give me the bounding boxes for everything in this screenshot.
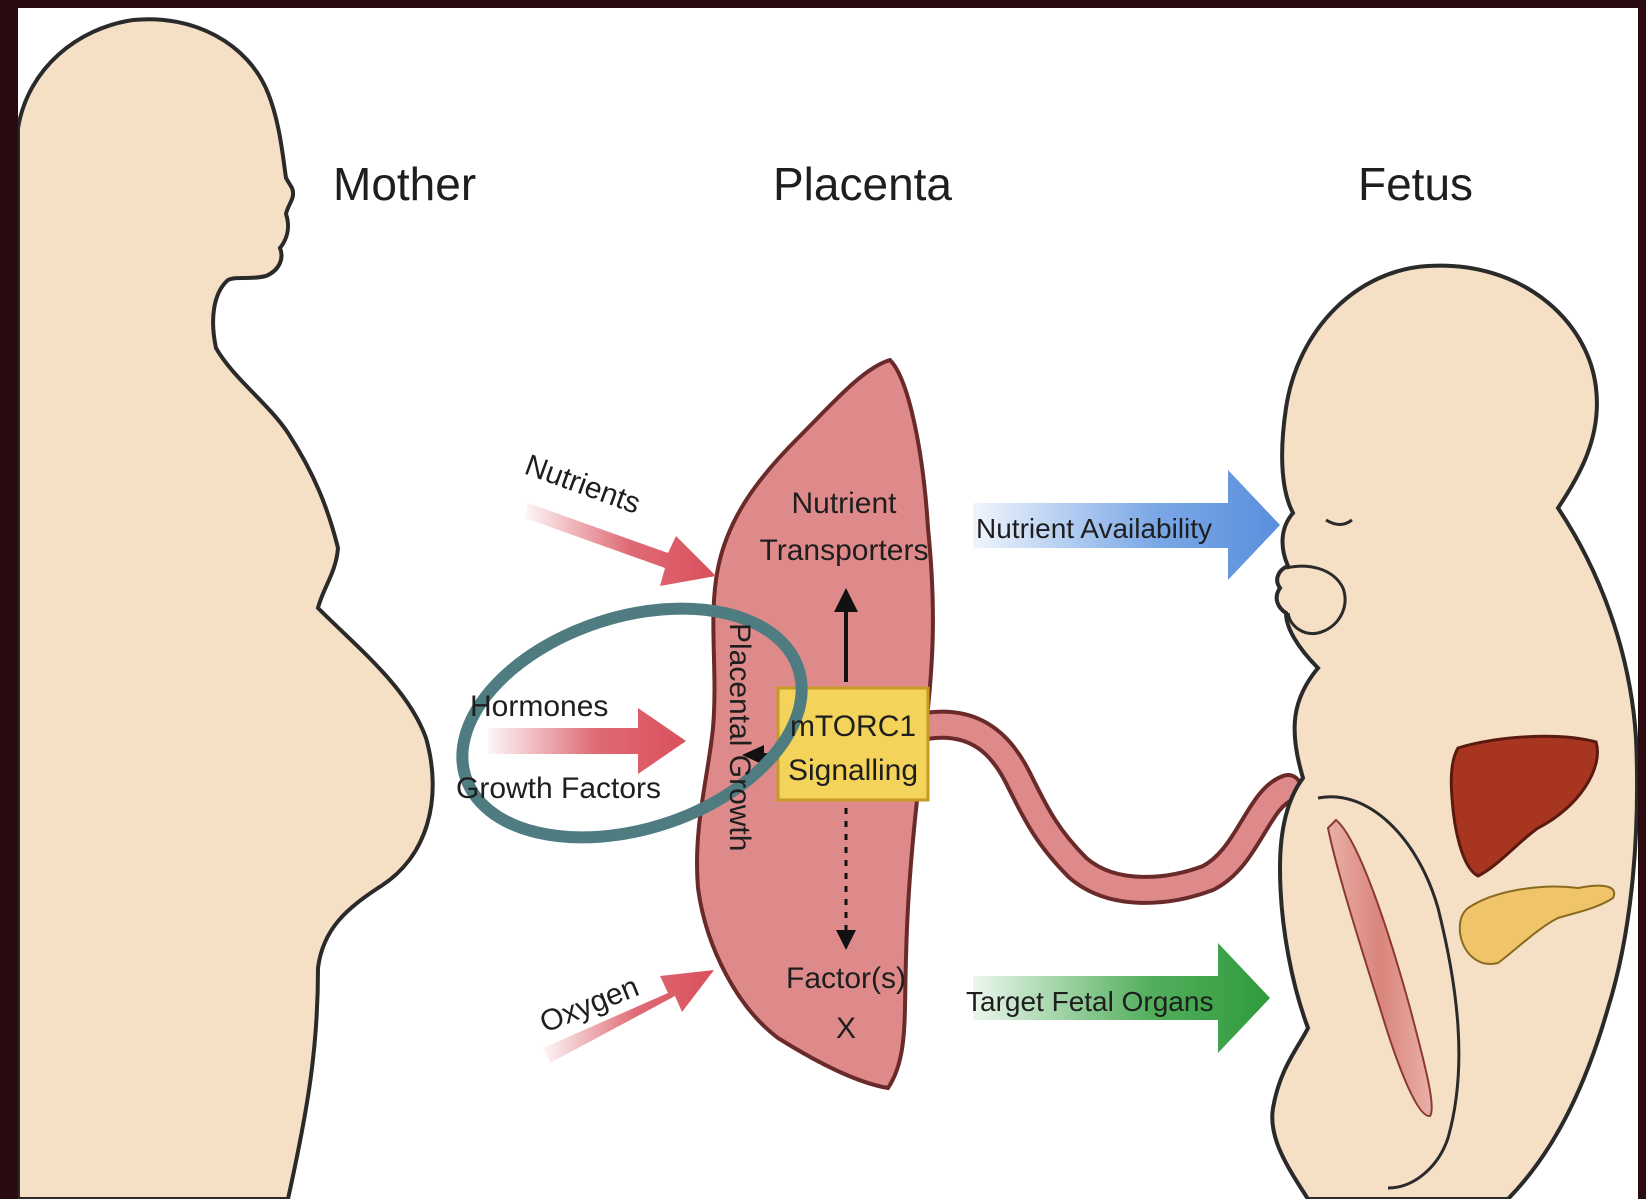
hormones-label: Hormones bbox=[470, 690, 608, 723]
placental-growth-label: Placental Growth bbox=[723, 623, 756, 851]
growth-factors-label: Growth Factors bbox=[456, 772, 661, 805]
target-fetal-organs-label: Target Fetal Organs bbox=[966, 986, 1213, 1017]
nutrient-transporters-label-line1: Nutrient bbox=[791, 487, 897, 520]
placenta-heading: Placenta bbox=[773, 158, 952, 210]
mtorc1-label-line1: mTORC1 bbox=[790, 710, 916, 743]
mtorc1-label-line2: Signalling bbox=[788, 754, 918, 787]
nutrient-availability-label: Nutrient Availability bbox=[976, 513, 1212, 544]
mother-heading: Mother bbox=[333, 158, 476, 210]
factor-x-label-line1: Factor(s) bbox=[786, 962, 906, 995]
nutrient-transporters-label-line2: Transporters bbox=[760, 534, 929, 567]
fetus-body bbox=[1272, 266, 1637, 1199]
factor-x-label-line2: X bbox=[836, 1012, 856, 1045]
fetus-heading: Fetus bbox=[1358, 158, 1473, 210]
diagram-canvas: Mother Placenta Fetus Nutrients Hormones… bbox=[18, 8, 1638, 1199]
placenta-mtorc1-diagram: Mother Placenta Fetus Nutrients Hormones… bbox=[18, 8, 1638, 1199]
